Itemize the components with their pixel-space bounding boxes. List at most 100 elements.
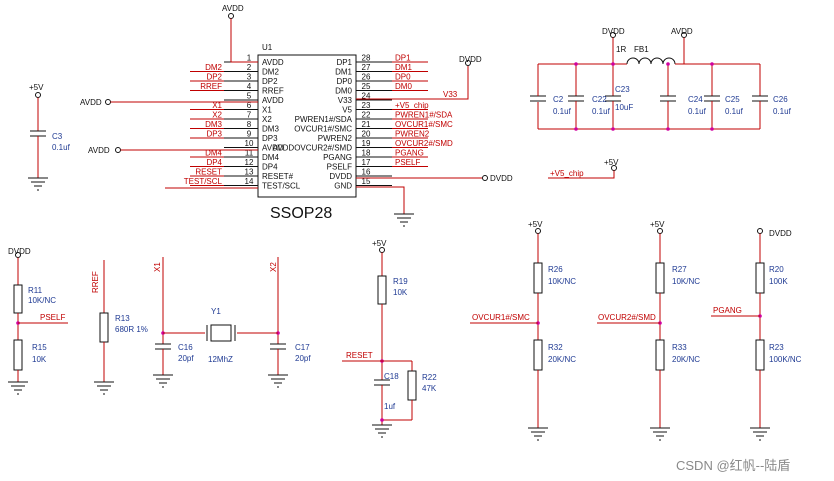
- u1-pin-number-3: 3: [247, 73, 252, 82]
- u1-pin-name-9: DP3: [262, 134, 278, 143]
- u1-net-label-28: DP1: [395, 54, 411, 63]
- u1-pin-name-19: AVDDOVCUR2#/SMD: [273, 144, 353, 153]
- u1-avdd-pin10-net: AVDD: [88, 146, 258, 155]
- u1-pin-number-10: 10: [245, 139, 254, 148]
- u1-net-label-27: DM1: [395, 63, 412, 72]
- r32-value: 20K/NC: [548, 355, 576, 364]
- r13-ref: R13: [115, 314, 130, 323]
- y1-ref: Y1: [211, 307, 221, 316]
- avdd-left-label: AVDD: [80, 98, 102, 107]
- r20-value: 100K: [769, 277, 788, 286]
- c18-ref: C18: [384, 372, 399, 381]
- u1-pin-number-18: 18: [362, 149, 371, 158]
- u1-pin-number-21: 21: [362, 120, 371, 129]
- c23-value: 10uF: [615, 103, 633, 112]
- dvdd-top-label: DVDD: [602, 27, 625, 36]
- p5v-v5chip-label: +5V: [604, 158, 619, 167]
- v5chip-net-label: +V5_chip: [550, 169, 584, 178]
- u1-pin-number-14: 14: [245, 177, 254, 186]
- u1-net-label-21: OVCUR1#/SMC: [395, 120, 453, 129]
- reset-vcc-label: +5V: [372, 239, 387, 248]
- u1-pin-number-13: 13: [245, 168, 254, 177]
- r11-r15-divider: DVDD PSELF R11 10K/NC R15 10K: [8, 247, 68, 395]
- r19-value: 10K: [393, 288, 408, 297]
- c17-value: 20pf: [295, 354, 311, 363]
- c2-value: 0.1uf: [553, 107, 572, 116]
- r33-ref: R33: [672, 343, 687, 352]
- u1-net-label-4: RREF: [200, 82, 222, 91]
- r23-ref: R23: [769, 343, 784, 352]
- r20-ref: R20: [769, 265, 784, 274]
- r22-ref: R22: [422, 373, 437, 382]
- u1-net-label-26: DP0: [395, 73, 411, 82]
- u1-pin-number-7: 7: [247, 111, 252, 120]
- u1-pin-name-12: DP4: [262, 163, 278, 172]
- c18-value: 1uf: [384, 402, 396, 411]
- ovcur2-net-label: OVCUR2#/SMD: [598, 313, 656, 322]
- u1-net-label-19: OVCUR2#/SMD: [395, 139, 453, 148]
- r26-vcc-label: +5V: [528, 220, 543, 229]
- fb1-value: 1R: [616, 45, 626, 54]
- r27-value: 10K/NC: [672, 277, 700, 286]
- u1-gnd-pin15-net: [356, 186, 414, 227]
- c2-ref: C2: [553, 95, 564, 104]
- c16-value: 20pf: [178, 354, 194, 363]
- r11-dvdd-label: DVDD: [8, 247, 31, 256]
- u1-net-label-14: TEST/SCL: [184, 177, 223, 186]
- c25-ref: C25: [725, 95, 740, 104]
- u1-net-label-7: X2: [212, 111, 222, 120]
- v33-label: V33: [443, 90, 458, 99]
- r32-ref: R32: [548, 343, 563, 352]
- u1-pin-name-21: OVCUR1#/SMC: [294, 125, 352, 134]
- u1-pin-number-8: 8: [247, 120, 252, 129]
- r20-r23-divider: DVDD PGANG R20 100K R23 100K/NC: [711, 228, 802, 441]
- u1-avdd-pin1-net: AVDD: [222, 4, 258, 63]
- dvdd-v33-label: DVDD: [459, 55, 482, 64]
- u1-net-label-9: DP3: [206, 130, 222, 139]
- u1-pin-number-2: 2: [247, 63, 252, 72]
- u1-net-label-12: DP4: [206, 158, 222, 167]
- u1-net-label-11: DM4: [205, 149, 222, 158]
- c24-ref: C24: [688, 95, 703, 104]
- u1-pin-name-5: AVDD: [262, 96, 284, 105]
- u1-net-label-13: RESET: [195, 168, 222, 177]
- u1-net-label-22: PWREN1#/SDA: [395, 111, 453, 120]
- c24-value: 0.1uf: [688, 107, 707, 116]
- ovcur1-net-label: OVCUR1#/SMC: [472, 313, 530, 322]
- u1-pin-name-25: DM0: [335, 87, 352, 96]
- u1-pin-number-11: 11: [245, 149, 254, 158]
- u1-pin-name-4: RREF: [262, 87, 284, 96]
- u1-pin-name-11: DM4: [262, 153, 279, 162]
- u1-pin-number-27: 27: [362, 63, 371, 72]
- u1-pin-number-28: 28: [362, 54, 371, 63]
- r27-vcc-label: +5V: [650, 220, 665, 229]
- r19-ref: R19: [393, 277, 408, 286]
- x2-net-label: X2: [269, 262, 278, 272]
- u1-pin-name-18: PGANG: [323, 153, 352, 162]
- u1-pin-name-27: DM1: [335, 68, 352, 77]
- u1-pin-name-23: V5: [342, 106, 352, 115]
- u1-pin-number-15: 15: [362, 177, 371, 186]
- r27-r33-divider: +5V OVCUR2#/SMD R27 10K/NC R33 20K/NC: [597, 220, 700, 441]
- u1-dvdd-pin16-net: DVDD: [356, 174, 513, 183]
- u1-pin-number-25: 25: [362, 82, 371, 91]
- c3-capacitor: +5V C3 0.1uf: [28, 83, 71, 191]
- u1-pin-name-8: DM3: [262, 125, 279, 134]
- c25-value: 0.1uf: [725, 107, 744, 116]
- pself-net-label: PSELF: [40, 313, 65, 322]
- u1-net-label-17: PSELF: [395, 158, 420, 167]
- r27-ref: R27: [672, 265, 687, 274]
- r13-value: 680R 1%: [115, 325, 148, 334]
- u1-pin-name-3: DP2: [262, 77, 278, 86]
- u1-pin-number-4: 4: [247, 82, 252, 91]
- u1-pin-number-16: 16: [362, 168, 371, 177]
- r20-dvdd-label: DVDD: [769, 229, 792, 238]
- u1-pin-name-22: PWREN1#/SDA: [295, 115, 353, 124]
- r11-value: 10K/NC: [28, 296, 56, 305]
- v33-dvdd-net: DVDD V33: [356, 55, 482, 100]
- u1-pin-number-20: 20: [362, 130, 371, 139]
- u1-pin-number-26: 26: [362, 73, 371, 82]
- u1-avdd-pin5-net: AVDD: [80, 98, 258, 107]
- crystal-section: X1 X2 Y1 12MhZ C16 20pf C17 20pf: [153, 257, 311, 388]
